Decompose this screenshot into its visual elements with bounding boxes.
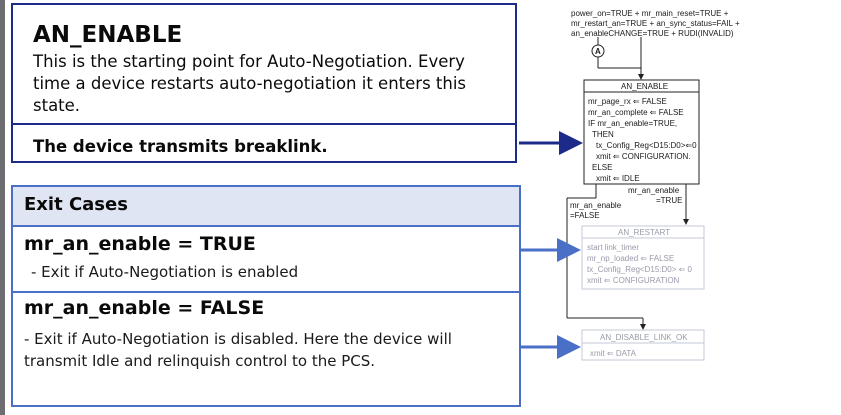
- entry-condition-line-1: power_on=TRUE + mr_main_reset=TRUE +: [571, 9, 729, 18]
- exit-cases-box: Exit Cases mr_an_enable = TRUE - Exit if…: [11, 185, 521, 407]
- state-description: This is the starting point for Auto-Nego…: [33, 52, 467, 115]
- state-action-note: The device transmits breaklink.: [33, 137, 328, 156]
- exit-cases-title: Exit Cases: [24, 194, 128, 215]
- an-enable-line-2: mr_an_complete ⇐ FALSE: [588, 108, 684, 117]
- an-enable-line-7: ELSE: [592, 163, 612, 172]
- transition-false-label-1: mr_an_enable: [570, 201, 622, 210]
- exit-cases-header: Exit Cases: [13, 187, 519, 225]
- state-an-disable-box: [581, 329, 705, 361]
- entry-condition-line-3: an_enableCHANGE=TRUE + RUDI(INVALID): [571, 29, 734, 38]
- case-divider: [13, 291, 519, 293]
- left-edge-bar: [0, 0, 5, 415]
- an-disable-line-1: xmit ⇐ DATA: [590, 349, 637, 358]
- transition-true-label-2: =TRUE: [656, 196, 682, 205]
- an-enable-line-4: THEN: [592, 130, 614, 139]
- description-divider: [13, 123, 515, 125]
- transition-false-label-2: =FALSE: [570, 211, 600, 220]
- an-restart-line-4: xmit ⇐ CONFIGURATION: [587, 276, 680, 285]
- an-enable-line-5: tx_Config_Reg<D15:D0>⇐0: [596, 141, 697, 150]
- an-enable-line-3: IF mr_an_enable=TRUE,: [588, 119, 677, 128]
- case-false-title: mr_an_enable = FALSE: [24, 297, 265, 319]
- exit-header-divider: [13, 225, 519, 227]
- an-enable-line-6: xmit ⇐ CONFIGURATION.: [596, 152, 691, 161]
- state-an-restart-box: [581, 225, 705, 290]
- an-restart-line-3: tx_Config_Reg<D15:D0> ⇐ 0: [587, 265, 693, 274]
- an-enable-line-8: xmit ⇐ IDLE: [596, 174, 640, 183]
- state-an-enable-name: AN_ENABLE: [621, 82, 668, 91]
- state-an-disable-name: AN_DISABLE_LINK_OK: [600, 333, 688, 342]
- connector-a-label: A: [595, 47, 601, 56]
- state-title: AN_ENABLE: [33, 22, 183, 48]
- case-false-text: - Exit if Auto-Negotiation is disabled. …: [24, 330, 452, 370]
- an-restart-line-2: mr_np_loaded ⇐ FALSE: [587, 254, 674, 263]
- an-enable-line-1: mr_page_rx ⇐ FALSE: [588, 97, 667, 106]
- an-restart-line-1: start link_timer: [587, 243, 639, 252]
- case-true-text: - Exit if Auto-Negotiation is enabled: [31, 263, 299, 281]
- state-an-enable-box: [583, 79, 700, 185]
- case-true-title: mr_an_enable = TRUE: [24, 233, 256, 255]
- entry-condition-line-2: mr_restart_an=TRUE + an_sync_status=FAIL…: [571, 19, 740, 28]
- state-description-box: AN_ENABLE This is the starting point for…: [11, 3, 517, 163]
- state-an-restart-name: AN_RESTART: [618, 228, 670, 237]
- transition-true-label-1: mr_an_enable: [628, 186, 680, 195]
